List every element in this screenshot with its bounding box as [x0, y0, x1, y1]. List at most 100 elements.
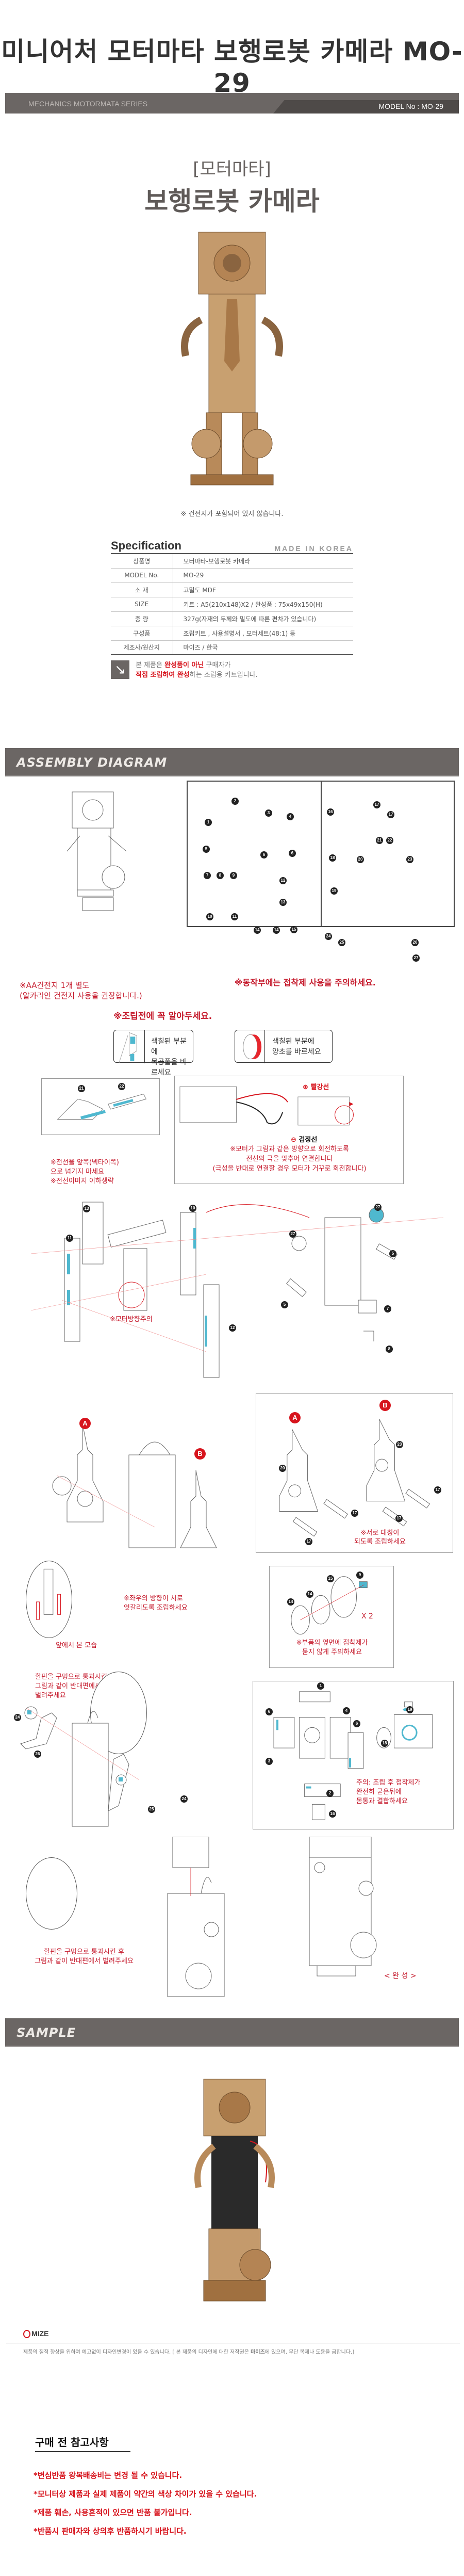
complete-label: < 완 성 >: [384, 1972, 417, 1980]
part-number: 20: [279, 1465, 286, 1472]
spec-value: 모터마타-보행로봇 카메라: [173, 553, 353, 569]
robot-lineart: [67, 791, 127, 911]
copyright-notice: 제품의 질적 향상을 위하여 예고없이 디자인변경이 있을 수 있습니다. [ …: [23, 2350, 355, 2355]
battery-separate-note: ※AA건전지 1개 별도: [20, 981, 90, 990]
spec-title: Specification: [111, 539, 181, 552]
camera-head-box: 1 6 4 6 3 2 16 19 18 주의: 조립 후 접착제가 완전히 굳…: [253, 1681, 454, 1829]
parts-sheet: [187, 781, 455, 927]
part-number: 11: [231, 913, 238, 920]
sample-photo: [194, 2079, 275, 2302]
detail-box-21-22: 21 22: [41, 1078, 160, 1135]
tip-glue-box: 색칠된 부분에 목공풀을 바르세요: [113, 1030, 193, 1077]
part-number: 25: [148, 1806, 155, 1813]
part-number: 11: [66, 1235, 73, 1242]
part-number: 24: [180, 1795, 188, 1803]
black-wire: [236, 1101, 284, 1125]
part-number: 2: [326, 1790, 334, 1797]
part-number: 10: [189, 1205, 196, 1212]
red-wire-label: 빨강선: [310, 1083, 329, 1091]
part-number: 3: [266, 1758, 273, 1765]
part-number: 9: [356, 1571, 363, 1579]
leg-assembly-diagram: [52, 1423, 217, 1548]
part-number: 22: [118, 1083, 125, 1090]
model-tab: MODEL No : MO-29: [273, 100, 459, 114]
front-view-caption: 앞에서 본 모습: [56, 1642, 97, 1649]
minus-icon: ⊖: [291, 1136, 296, 1144]
product-name: 보행로봇 카메라: [144, 186, 320, 216]
spec-key: SIZE: [111, 597, 173, 612]
wire-route-note: ※전선이미지 이하생략: [51, 1177, 114, 1185]
red-wire: [236, 1093, 288, 1103]
plus-icon: ⊕: [303, 1083, 308, 1091]
spec-key: MODEL No.: [111, 568, 173, 583]
part-number: 23: [406, 856, 413, 863]
assembly-title: ASSEMBLY DIAGRAM: [16, 755, 168, 770]
glue-warning: ※동작부에는 접착제 사용을 주의하세요.: [235, 978, 376, 987]
wire-note: (극성을 반대로 연결할 경우 모터가 거꾸로 회전합니다): [212, 1165, 367, 1173]
spec-value: MO-29: [173, 568, 353, 583]
wheel-glue-note: 묻지 않게 주의하세요: [302, 1648, 362, 1656]
part-number: 14: [273, 927, 280, 934]
badge-a: A: [79, 1418, 91, 1429]
offset-note: 엇갈리도록 조립하세요: [124, 1604, 188, 1612]
pin-note: 할핀을 구멍으로 통과시킨 후: [44, 1948, 124, 1956]
part-number: 2: [231, 798, 239, 805]
kit-notice: ↘ 본 제품은 완성품이 아닌 구매자가 직접 조립하여 완성하는 조립용 키트…: [111, 660, 353, 681]
pin-note: 벌려주세요: [35, 1692, 66, 1699]
part-number: 6: [266, 1708, 273, 1715]
part-number: 24: [325, 933, 332, 940]
before-assembly-title: ※조립전에 꼭 알아두세요.: [113, 1011, 212, 1022]
part-number: 6: [289, 850, 296, 857]
part-number: 17: [351, 1510, 358, 1517]
purchase-notes-list: *변심반품 왕복배송비는 변경 될 수 있습니다. *모니터상 제품과 실제 제…: [34, 2466, 257, 2540]
purchase-notes-title: 구매 전 참고사항: [35, 2434, 130, 2452]
camera-glue-note: 완전히 굳은뒤에: [356, 1788, 402, 1796]
part-number: 8: [217, 872, 224, 879]
part-number: 15: [327, 1575, 334, 1582]
spec-row: MODEL No.MO-29: [111, 568, 353, 583]
pin-note: 그림과 같이 반대편에서: [35, 1682, 101, 1690]
symmetric-note: ※서로 대칭이: [360, 1529, 400, 1537]
purchase-note: *제품 훼손, 사용흔적이 있으면 반품 불가입니다.: [34, 2508, 192, 2517]
battery-note: ※ 건전지가 포함되어 있지 않습니다.: [180, 510, 284, 518]
part-number: 13: [279, 899, 287, 906]
part-number: 21: [78, 1085, 85, 1092]
purchase-note: *모니터상 제품과 실제 제품이 약간의 색상 차이가 있을 수 있습니다.: [34, 2489, 257, 2499]
part-number: 17: [434, 1486, 441, 1494]
part-number: 23: [396, 1441, 403, 1448]
part-number: 16: [327, 808, 334, 816]
part-number: 19: [406, 1706, 413, 1713]
part-number: 24: [14, 1714, 21, 1721]
mize-logo-icon: [23, 2330, 30, 2339]
category-label: [모터마타]: [193, 159, 271, 180]
mize-logo: MIZE: [23, 2329, 48, 2339]
sample-section-header: SAMPLE: [5, 2018, 459, 2047]
part-number: 18: [329, 854, 336, 862]
part-number: 4: [343, 1707, 350, 1714]
pin-note: 할핀을 구멍으로 통과시킨 후: [35, 1673, 115, 1681]
badge-b: B: [194, 1448, 206, 1460]
rotation-arrow-icon: [335, 1105, 354, 1125]
part-number: 4: [287, 813, 294, 820]
assembly-section-header: ASSEMBLY DIAGRAM: [5, 748, 459, 776]
part-number: 12: [279, 877, 287, 884]
part-number: 5: [203, 846, 210, 853]
wire-note: ※모터가 그림과 같은 방향으로 회전하도록: [230, 1145, 349, 1153]
part-number: 14: [306, 1591, 313, 1598]
alkaline-note: (알카라인 건전지 사용을 권장합니다.): [20, 991, 142, 1000]
part-number: 21: [376, 837, 383, 844]
part-number: 1: [317, 1682, 324, 1690]
camera-glue-note: 몸통과 결합하세요: [356, 1797, 408, 1805]
glue-piece-icon: [119, 1030, 145, 1063]
part-number: 6: [353, 1720, 360, 1727]
spec-value: 고밀도 MDF: [173, 582, 353, 597]
final-assembly-exploded: [167, 1837, 225, 1997]
part-number: 22: [386, 837, 393, 844]
spec-key: 중 량: [111, 611, 173, 626]
tip-wax-box: 색칠된 부분에 양초를 바르세요: [235, 1030, 333, 1063]
